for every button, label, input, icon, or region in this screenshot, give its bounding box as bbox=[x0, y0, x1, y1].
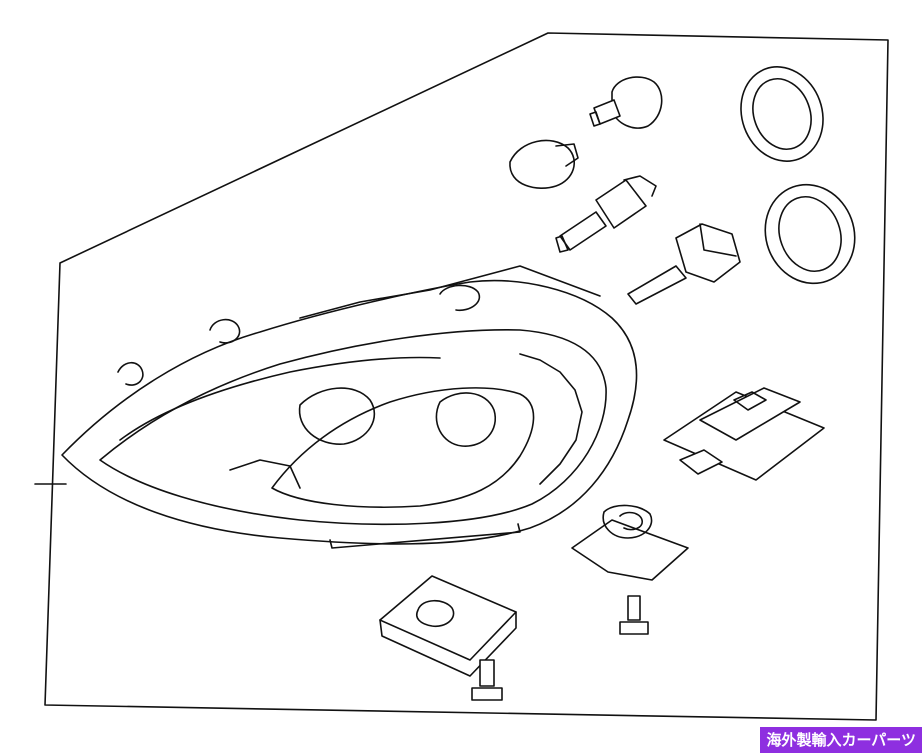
bulb-socket bbox=[589, 76, 663, 129]
control-module bbox=[663, 387, 825, 481]
dust-cap bbox=[740, 66, 824, 162]
dust-cap bbox=[764, 183, 856, 285]
xenon-bulb bbox=[627, 223, 741, 305]
bulb-socket-bracket bbox=[571, 504, 689, 581]
turn-signal-bulb bbox=[509, 139, 579, 189]
watermark-badge: 海外製輸入カーパーツ bbox=[760, 727, 922, 753]
ballast-module bbox=[379, 575, 517, 677]
screw bbox=[471, 659, 503, 701]
headlamp-assembly bbox=[61, 265, 638, 549]
screw bbox=[619, 595, 649, 635]
frame-outline bbox=[34, 32, 889, 721]
halogen-bulb bbox=[555, 175, 657, 253]
